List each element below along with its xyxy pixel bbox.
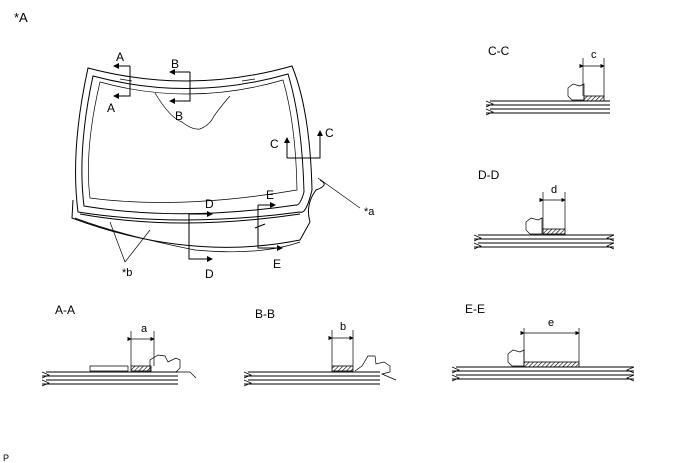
section-marker-b: B B bbox=[169, 57, 191, 123]
section-bb-adhesive bbox=[331, 365, 354, 372]
section-ee-glass bbox=[452, 366, 634, 380]
sensor-area bbox=[154, 92, 231, 130]
section-dd-dim: d bbox=[551, 184, 557, 196]
section-marker-d: D D bbox=[188, 197, 214, 281]
callout-a: *a bbox=[317, 177, 375, 218]
section-dd-title: D-D bbox=[478, 168, 500, 182]
marker-b-top: B bbox=[171, 57, 179, 71]
section-cc-glass bbox=[486, 100, 610, 114]
marker-c-left: C bbox=[270, 137, 279, 151]
section-bb-glass bbox=[244, 371, 380, 385]
section-cc-dim: c bbox=[591, 49, 597, 61]
section-ee-title: E-E bbox=[465, 302, 485, 316]
clip-marks bbox=[254, 223, 266, 229]
section-ee-molding bbox=[507, 349, 525, 367]
section-cc: C-C c bbox=[485, 44, 610, 116]
marker-b-bottom: B bbox=[175, 109, 183, 123]
footer-code: P bbox=[3, 453, 9, 463]
section-cc-title: C-C bbox=[488, 44, 510, 58]
section-aa-strip bbox=[89, 365, 129, 372]
marker-d-bottom: D bbox=[205, 267, 214, 281]
cowl-lower-edge bbox=[74, 217, 301, 253]
figure-label: *A bbox=[14, 10, 28, 25]
section-dd-break bbox=[473, 234, 615, 250]
section-dd-adhesive bbox=[542, 228, 566, 235]
section-aa-title: A-A bbox=[55, 303, 75, 317]
windshield-assembly bbox=[71, 65, 325, 253]
section-marker-a: A A bbox=[107, 50, 131, 115]
section-ee-dim: e bbox=[548, 317, 554, 329]
marker-a-top: A bbox=[116, 50, 124, 64]
section-aa-adhesive bbox=[130, 365, 152, 372]
section-aa: A-A a bbox=[41, 303, 197, 387]
section-aa-break bbox=[41, 371, 50, 387]
section-aa-dim: a bbox=[141, 323, 148, 335]
section-aa-molding bbox=[149, 354, 197, 379]
section-ee-break bbox=[451, 366, 635, 382]
windshield-inner-edge bbox=[81, 73, 305, 215]
marker-a-bottom: A bbox=[107, 101, 115, 115]
ceramic-print-border bbox=[88, 79, 298, 203]
section-cc-molding bbox=[567, 83, 585, 101]
callout-b-label: *b bbox=[122, 267, 132, 279]
marker-d-top: D bbox=[205, 197, 214, 211]
section-dd: D-D d bbox=[473, 168, 615, 250]
section-cc-adhesive bbox=[583, 95, 605, 102]
bottom-stopper bbox=[79, 213, 301, 224]
section-dd-glass bbox=[474, 234, 614, 248]
marker-e-bottom: E bbox=[273, 257, 281, 271]
section-cc-break bbox=[485, 100, 494, 116]
windshield-outer-edge bbox=[75, 65, 313, 221]
callout-b: *b bbox=[109, 221, 151, 279]
section-aa-glass bbox=[42, 371, 178, 385]
callout-a-label: *a bbox=[364, 206, 375, 218]
top-molding-2 bbox=[241, 78, 256, 82]
marker-c-right: C bbox=[325, 126, 334, 140]
section-dd-molding bbox=[525, 217, 543, 235]
section-ee-adhesive bbox=[523, 361, 580, 368]
section-bb-break bbox=[243, 371, 252, 387]
section-bb-molding bbox=[354, 355, 397, 381]
section-ee: E-E e bbox=[451, 302, 635, 382]
section-bb-dim: b bbox=[340, 321, 346, 333]
section-marker-c: C C bbox=[270, 126, 334, 159]
section-marker-e: E E bbox=[257, 188, 283, 271]
section-bb-title: B-B bbox=[255, 307, 275, 321]
marker-e-top: E bbox=[266, 188, 274, 202]
section-bb: B-B b bbox=[243, 307, 397, 387]
